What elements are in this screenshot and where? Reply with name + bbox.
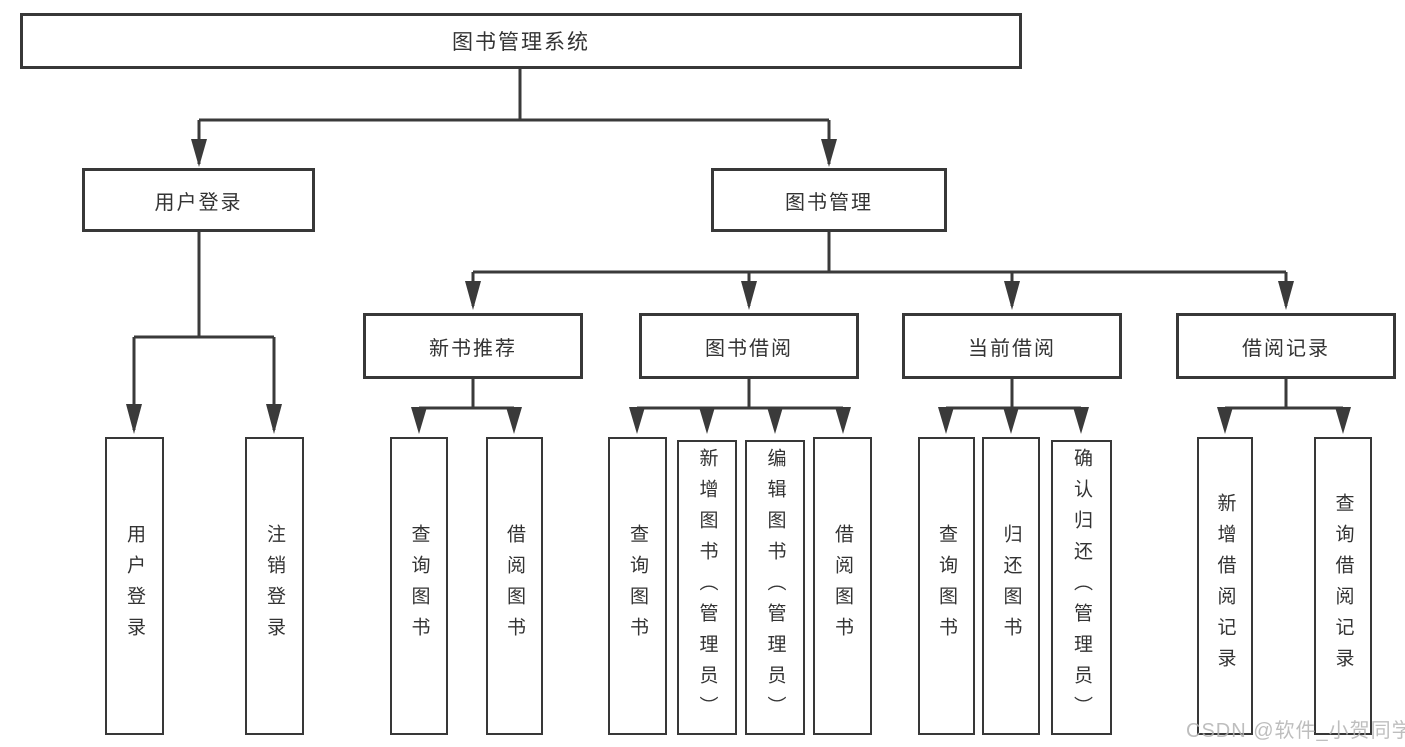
node-library-management-system: 图书管理系统 [20, 13, 1022, 69]
leaf-query-books-current: 查询图书 [918, 437, 975, 735]
node-label: 图书管理 [785, 191, 873, 214]
node-label: 新书推荐 [429, 337, 517, 360]
leaf-query-books-borrow: 查询图书 [608, 437, 667, 735]
watermark: CSDN @软件_小贺同学 [1186, 720, 1405, 742]
leaf-borrow-books: 借阅图书 [813, 437, 872, 735]
leaf-label: 查询图书 [936, 524, 957, 648]
leaf-user-login: 用户登录 [105, 437, 164, 735]
leaf-label: 查询图书 [627, 524, 648, 648]
leaf-borrow-books-recommend: 借阅图书 [486, 437, 543, 735]
node-current-borrowing: 当前借阅 [902, 313, 1122, 379]
node-new-book-recommend: 新书推荐 [363, 313, 583, 379]
leaf-label: 归还图书 [1000, 524, 1022, 648]
leaf-query-books-recommend: 查询图书 [390, 437, 448, 735]
node-label: 用户登录 [154, 191, 243, 214]
leaf-label: 新增图书（管理员） [696, 448, 718, 727]
leaf-query-borrow-record: 查询借阅记录 [1314, 437, 1372, 735]
node-book-borrowing: 图书借阅 [639, 313, 859, 379]
leaf-label: 确认归还（管理员） [1071, 448, 1092, 727]
leaf-label: 查询图书 [408, 524, 430, 648]
leaf-add-books-admin: 新增图书（管理员） [677, 440, 737, 735]
leaf-label: 查询借阅记录 [1332, 493, 1354, 679]
leaf-return-books: 归还图书 [982, 437, 1040, 735]
leaf-confirm-return-admin: 确认归还（管理员） [1051, 440, 1112, 735]
leaf-add-borrow-record: 新增借阅记录 [1197, 437, 1253, 735]
node-user-login: 用户登录 [82, 168, 315, 232]
leaf-label: 借阅图书 [832, 524, 853, 648]
node-borrow-records: 借阅记录 [1176, 313, 1396, 379]
node-label: 图书管理系统 [452, 31, 590, 54]
leaf-label: 用户登录 [124, 524, 145, 648]
leaf-label: 编辑图书（管理员） [764, 448, 786, 727]
node-book-management: 图书管理 [711, 168, 947, 232]
node-label: 当前借阅 [968, 337, 1056, 360]
leaf-label: 新增借阅记录 [1214, 493, 1236, 679]
leaf-label: 注销登录 [264, 524, 285, 648]
leaf-label: 借阅图书 [504, 524, 525, 648]
node-label: 借阅记录 [1242, 337, 1330, 360]
leaf-logout: 注销登录 [245, 437, 304, 735]
leaf-edit-books-admin: 编辑图书（管理员） [745, 440, 805, 735]
node-label: 图书借阅 [705, 337, 793, 360]
